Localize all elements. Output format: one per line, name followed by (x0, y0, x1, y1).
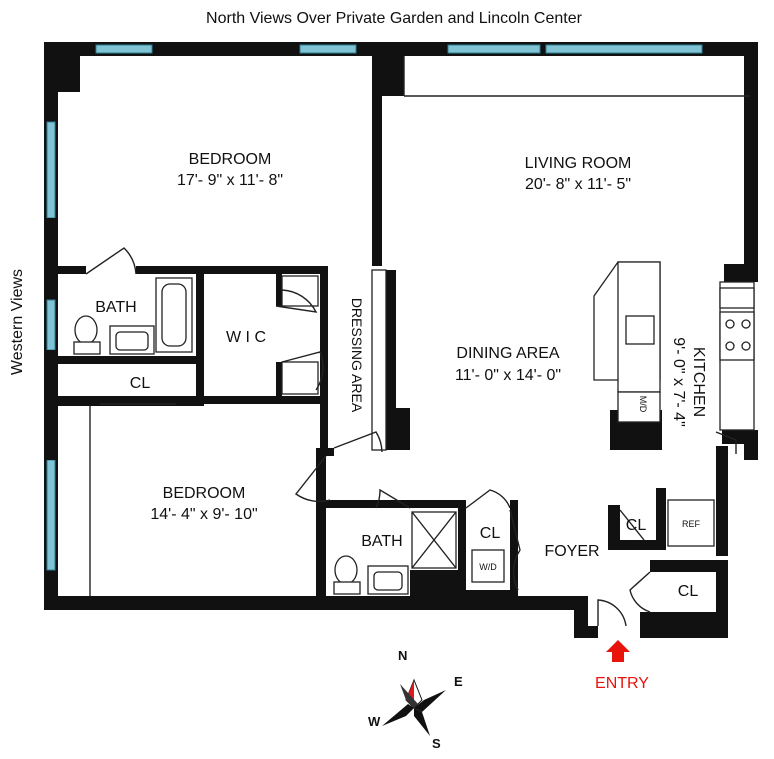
living-room-name: LIVING ROOM (525, 155, 632, 172)
foyer-name: FOYER (544, 543, 599, 560)
dishwasher-label: M/D (638, 396, 648, 413)
north-views-caption: North Views Over Private Garden and Linc… (206, 10, 583, 27)
ref-label: REF (682, 519, 701, 529)
closet2-name: CL (480, 525, 501, 542)
bedroom2-name: BEDROOM (163, 485, 246, 502)
compass-rose-icon: N E S W (368, 648, 463, 751)
entry-label: ENTRY (595, 675, 649, 692)
dining-area-name: DINING AREA (456, 345, 559, 362)
wd-label: W/D (479, 562, 497, 572)
fixtures (73, 261, 755, 596)
entry-arrow-icon (606, 640, 630, 662)
closet3-name: CL (626, 517, 647, 534)
windows (44, 44, 703, 571)
kitchen-dims: 9'- 0" x 7'- 4" (670, 337, 687, 427)
dining-area-dims: 11'- 0" x 14'- 0" (455, 367, 561, 384)
compass-s: S (432, 736, 441, 751)
wic-name: W I C (226, 329, 266, 346)
bedroom1-name: BEDROOM (189, 151, 272, 168)
western-views-caption: Western Views (9, 269, 26, 375)
compass-n: N (398, 648, 407, 663)
compass-w: W (368, 714, 381, 729)
compass-e: E (454, 674, 463, 689)
closet1-name: CL (130, 375, 151, 392)
kitchen-name: KITCHEN (690, 347, 707, 417)
closet4-name: CL (678, 583, 699, 600)
dressing-area-name: DRESSING AREA (349, 298, 365, 413)
bath2-name: BATH (361, 533, 402, 550)
bath1-name: BATH (95, 299, 136, 316)
room-labels: BEDROOM 17'- 9" x 11'- 8" LIVING ROOM 20… (95, 151, 707, 600)
door-swings (85, 247, 737, 627)
living-room-dims: 20'- 8" x 11'- 5" (525, 176, 631, 193)
bedroom2-dims: 14'- 4" x 9'- 10" (150, 506, 257, 523)
interior-walls (58, 56, 750, 596)
bedroom1-dims: 17'- 9" x 11'- 8" (177, 172, 283, 189)
